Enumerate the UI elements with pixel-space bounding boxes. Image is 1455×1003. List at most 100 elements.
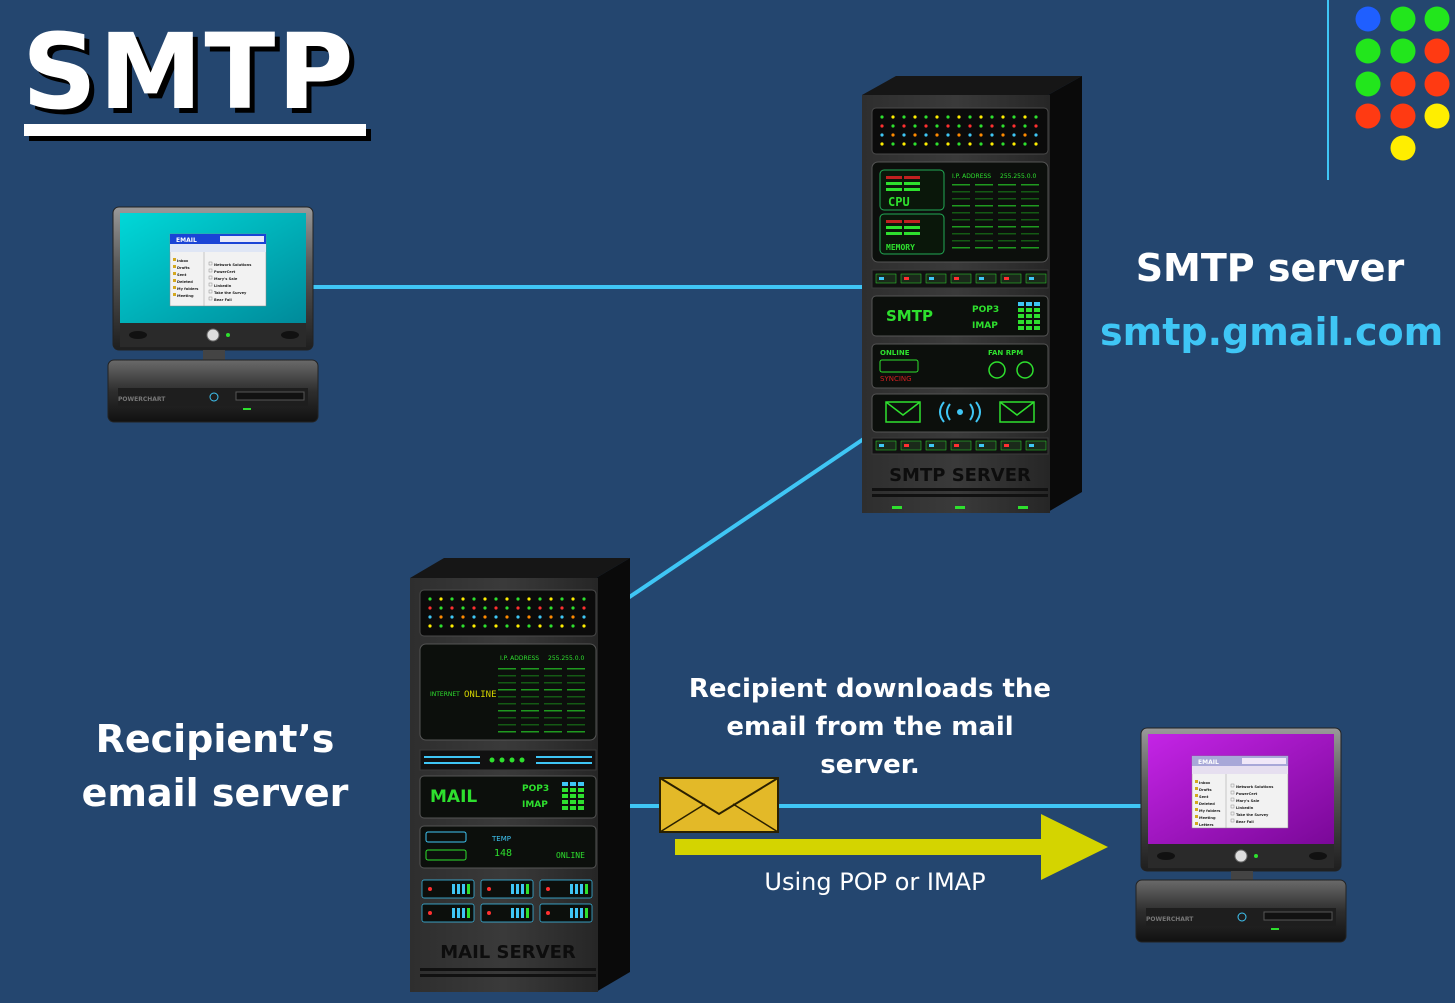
status-led bbox=[549, 615, 553, 619]
decor-dot bbox=[1424, 71, 1450, 97]
readout-line bbox=[498, 682, 516, 684]
strip-cell bbox=[1000, 440, 1022, 451]
status-led bbox=[946, 133, 950, 137]
status-led bbox=[428, 624, 432, 628]
decor-dot bbox=[1424, 6, 1450, 32]
level-bar bbox=[1018, 326, 1024, 330]
readout-line bbox=[975, 247, 993, 249]
mail-readout-grid bbox=[498, 668, 585, 733]
readout-line bbox=[1021, 191, 1039, 193]
smtp-level-bars bbox=[1018, 302, 1040, 330]
status-led bbox=[560, 606, 564, 610]
readout-line bbox=[1021, 198, 1039, 200]
level-bar bbox=[570, 800, 576, 804]
readout-line bbox=[521, 682, 539, 684]
level-bar bbox=[1026, 308, 1032, 312]
status-led bbox=[891, 142, 895, 146]
status-led bbox=[582, 606, 586, 610]
readout-line bbox=[975, 205, 993, 207]
readout-line bbox=[567, 682, 585, 684]
status-led bbox=[428, 597, 432, 601]
status-led bbox=[946, 142, 950, 146]
status-led bbox=[990, 124, 994, 128]
readout-line bbox=[952, 219, 970, 221]
mail-server-rack: I.P. ADDRESS 255.255.0.0 INTERNET ONLINE… bbox=[410, 558, 630, 992]
status-led bbox=[549, 624, 553, 628]
readout-line bbox=[1021, 233, 1039, 235]
mail-temp-label: TEMP bbox=[491, 835, 511, 843]
readout-line bbox=[521, 689, 539, 691]
mail-online-label-2: ONLINE bbox=[556, 851, 585, 860]
status-led bbox=[902, 133, 906, 137]
smtp-ip-label: I.P. ADDRESS bbox=[952, 173, 991, 180]
folder-item: Letters bbox=[1199, 823, 1214, 827]
smtp-fan-label: FAN RPM bbox=[988, 349, 1023, 357]
drive-bay bbox=[421, 879, 475, 899]
status-led bbox=[494, 624, 498, 628]
readout-line bbox=[998, 205, 1016, 207]
decor-dot bbox=[1355, 103, 1381, 129]
drive-bay bbox=[480, 903, 534, 923]
status-led bbox=[935, 124, 939, 128]
readout-line bbox=[975, 226, 993, 228]
folder-item: Meeting bbox=[177, 294, 194, 298]
status-led bbox=[1001, 115, 1005, 119]
mail-internet-label: INTERNET bbox=[430, 691, 460, 698]
strip-cell bbox=[975, 273, 997, 284]
folder-item: Deleted bbox=[177, 280, 193, 284]
status-led bbox=[968, 124, 972, 128]
title-underline bbox=[24, 124, 366, 136]
readout-line bbox=[567, 724, 585, 726]
status-led bbox=[902, 142, 906, 146]
status-led bbox=[439, 597, 443, 601]
status-led bbox=[979, 142, 983, 146]
readout-line bbox=[998, 219, 1016, 221]
readout-line bbox=[498, 731, 516, 733]
level-bar bbox=[1034, 326, 1040, 330]
level-bar bbox=[1034, 302, 1040, 306]
readout-line bbox=[975, 191, 993, 193]
page-title: SMTP bbox=[22, 11, 356, 133]
strip-cell bbox=[1025, 273, 1047, 284]
status-led bbox=[560, 615, 564, 619]
protocol-caption: Using POP or IMAP bbox=[764, 868, 986, 896]
message-item: Mary's Sale bbox=[214, 277, 238, 281]
status-led bbox=[1023, 115, 1027, 119]
smtp-panel-label: SMTP bbox=[886, 307, 933, 325]
readout-line bbox=[998, 198, 1016, 200]
drive-bay bbox=[480, 879, 534, 899]
smtp-signal-icon bbox=[939, 401, 981, 423]
status-led bbox=[913, 133, 917, 137]
status-led bbox=[538, 615, 542, 619]
readout-line bbox=[567, 668, 585, 670]
status-led bbox=[527, 624, 531, 628]
readout-line bbox=[498, 689, 516, 691]
message-item: LinkedIn bbox=[214, 284, 232, 288]
status-led bbox=[1001, 133, 1005, 137]
status-led bbox=[880, 124, 884, 128]
smtp-readout-grid bbox=[952, 184, 1039, 249]
mail-drive-bays bbox=[421, 879, 593, 923]
status-led bbox=[571, 606, 575, 610]
readout-line bbox=[498, 696, 516, 698]
status-led bbox=[1012, 142, 1016, 146]
level-bar bbox=[570, 794, 576, 798]
status-led bbox=[461, 624, 465, 628]
status-led bbox=[582, 597, 586, 601]
status-led bbox=[880, 142, 884, 146]
message-item: LinkedIn bbox=[1236, 806, 1254, 810]
download-arrow bbox=[675, 814, 1108, 880]
status-led bbox=[450, 606, 454, 610]
level-bar bbox=[1034, 308, 1040, 312]
smtp-led-panel bbox=[880, 115, 1038, 146]
readout-line bbox=[544, 703, 562, 705]
mail-temp-value: 148 bbox=[494, 848, 512, 859]
status-led bbox=[957, 115, 961, 119]
folder-item: Drafts bbox=[177, 266, 190, 270]
readout-line bbox=[521, 675, 539, 677]
readout-line bbox=[975, 219, 993, 221]
readout-line bbox=[952, 198, 970, 200]
status-led bbox=[439, 624, 443, 628]
mail-led-panel bbox=[428, 597, 586, 628]
